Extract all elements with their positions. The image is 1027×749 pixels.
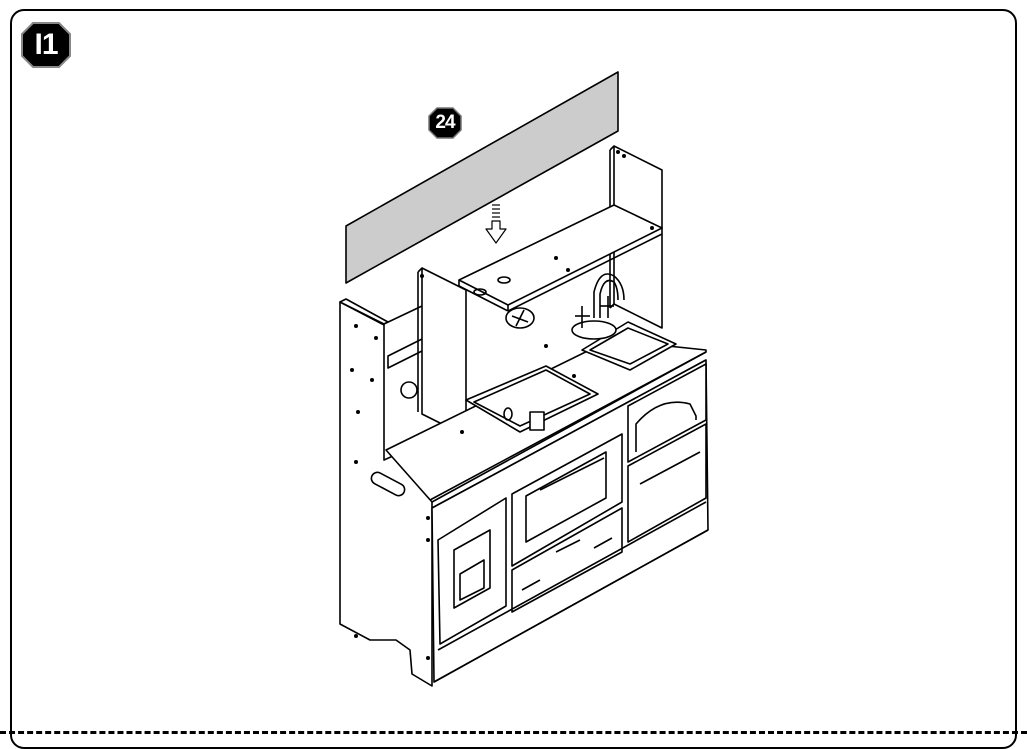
countertop — [385, 339, 707, 503]
part-badge: 24 — [428, 107, 462, 139]
screw-holes — [350, 150, 654, 660]
octagon-badge-icon — [428, 107, 462, 139]
middle-shelf-panel — [421, 267, 467, 437]
arrow-down-icon — [485, 204, 507, 244]
faucet-icon — [571, 273, 625, 340]
octagon-badge-icon — [21, 22, 71, 68]
oven-drawer — [511, 507, 623, 613]
right-oven — [627, 363, 707, 463]
dashed-cut-line — [0, 731, 1027, 734]
right-cabinet-door — [627, 423, 707, 543]
step-number: I1 — [34, 28, 58, 61]
backsplash-panel — [345, 71, 619, 284]
part-number: 24 — [435, 112, 455, 133]
side-handle-slot — [370, 471, 406, 497]
step-badge: I1 — [21, 22, 71, 68]
